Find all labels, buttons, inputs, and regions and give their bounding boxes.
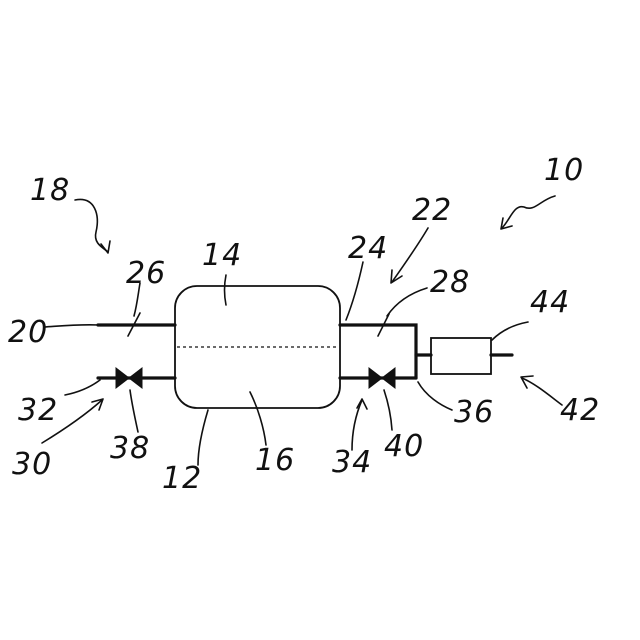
ref-36: 36: [454, 395, 494, 430]
right-valve: [369, 368, 382, 388]
ref-38: 38: [110, 431, 150, 466]
ref-32: 32: [18, 393, 58, 428]
ref-44: 44: [530, 285, 570, 320]
leader-14: [225, 275, 227, 305]
leader-18: [75, 199, 108, 252]
ref-12: 12: [162, 461, 202, 496]
upper-outlet-pipe: [340, 325, 416, 378]
ref-28: 28: [430, 265, 470, 300]
ref-14: 14: [202, 238, 242, 273]
leader-28: [387, 288, 427, 316]
leader-12: [198, 410, 208, 465]
leader-22: [392, 228, 428, 282]
ref-34: 34: [332, 445, 372, 480]
leader-44: [492, 322, 528, 340]
leader-18-arrow: [101, 241, 110, 253]
leader-20: [44, 325, 100, 327]
ref-26: 26: [126, 256, 166, 291]
leader-38: [130, 390, 138, 432]
leader-32: [65, 380, 100, 395]
right-valve-right-half: [382, 368, 395, 388]
device-box: [431, 338, 491, 374]
left-valve-right-half: [129, 368, 142, 388]
leader-36: [418, 382, 452, 410]
ref-20: 20: [8, 315, 48, 350]
ref-16: 16: [255, 443, 295, 478]
leader-24: [346, 262, 363, 320]
left-valve: [116, 368, 129, 388]
leader-40: [384, 390, 392, 430]
ref-24: 24: [348, 231, 388, 266]
ref-22: 22: [412, 193, 452, 228]
ref-40: 40: [384, 429, 424, 464]
ref-18: 18: [30, 173, 70, 208]
ref-30: 30: [12, 447, 52, 482]
leader-42: [522, 378, 562, 405]
ref-10: 10: [544, 153, 584, 188]
ref-42: 42: [560, 393, 600, 428]
leader-10: [502, 196, 555, 228]
leader-16: [250, 392, 266, 445]
